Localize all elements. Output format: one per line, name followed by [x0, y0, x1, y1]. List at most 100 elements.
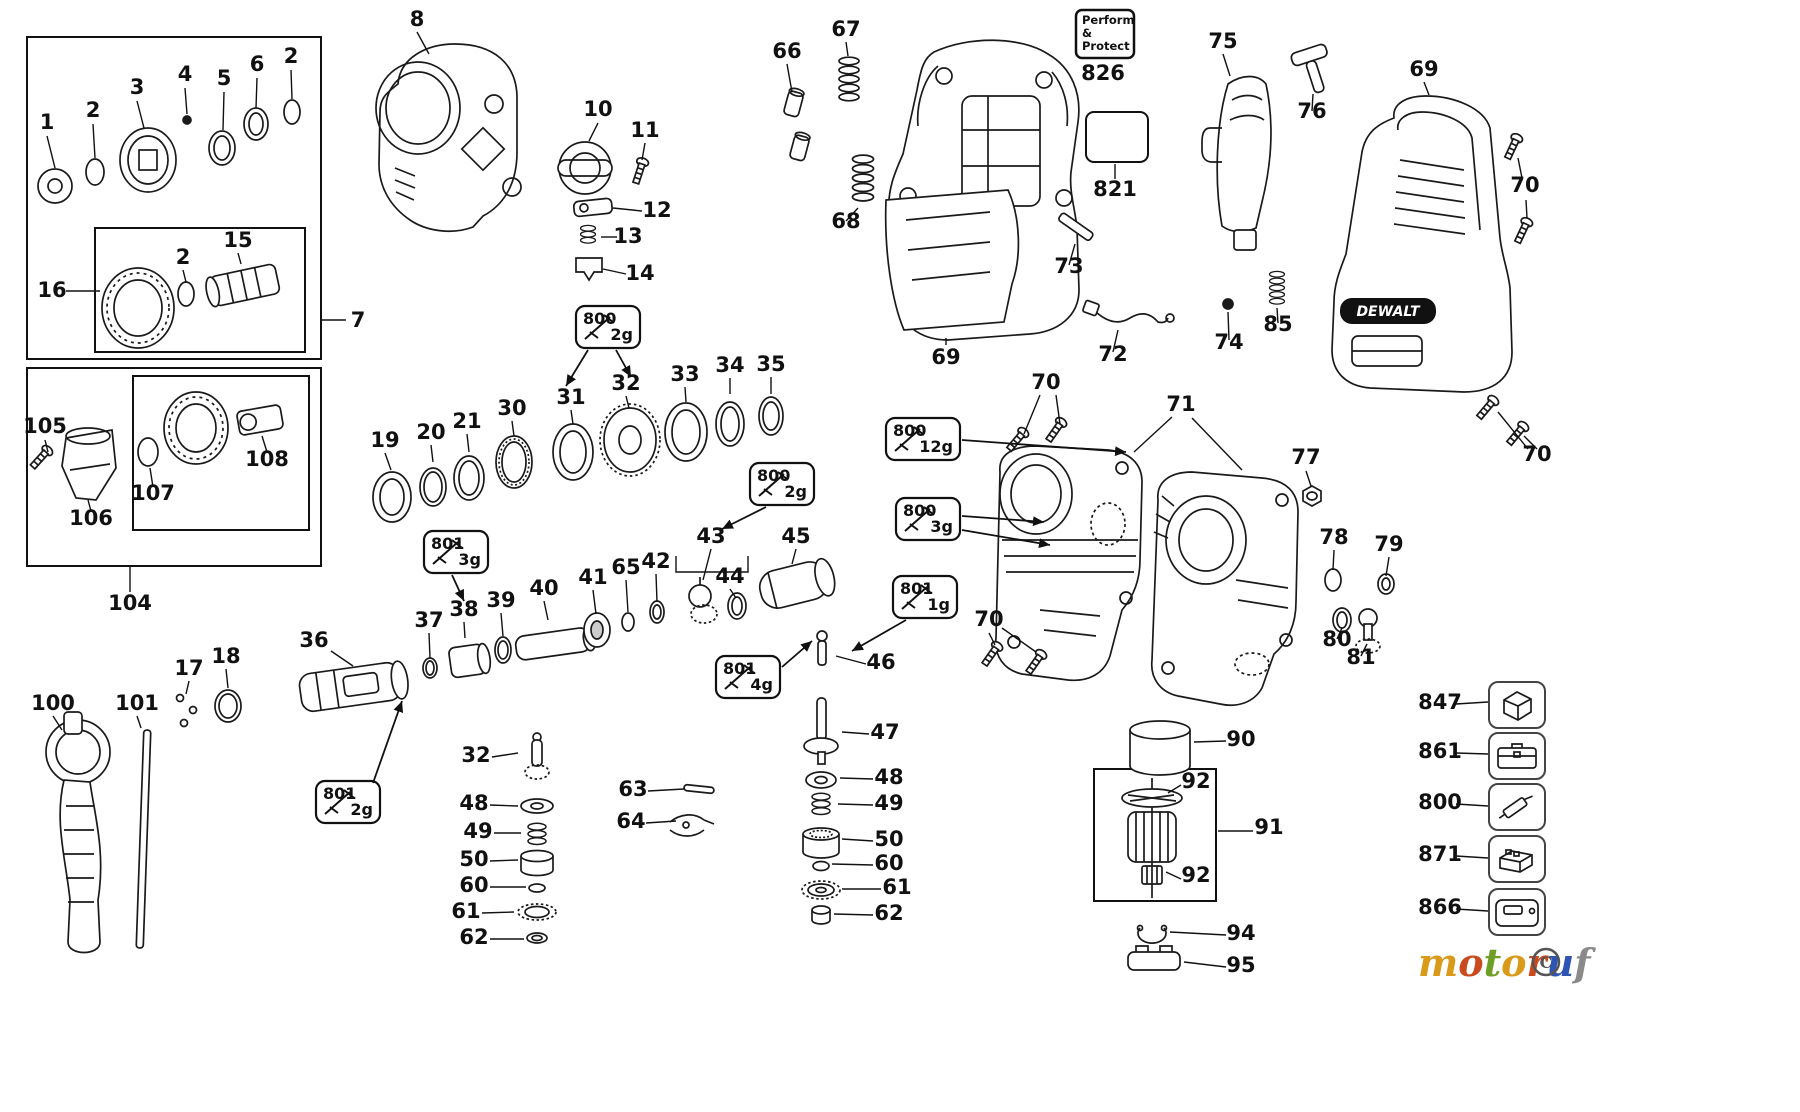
- grease-gun-icon: [894, 426, 925, 452]
- leader-line: [149, 467, 154, 488]
- watermark: motoruf C: [1418, 940, 1596, 985]
- part-label-104: 104: [108, 591, 152, 615]
- part-label-48: 48: [459, 791, 488, 815]
- part-44-ring: [727, 592, 747, 620]
- part-73-lever: [1058, 212, 1094, 242]
- part-label-91: 91: [1254, 815, 1283, 839]
- leader-line: [1332, 549, 1335, 571]
- part-label-37: 37: [414, 608, 443, 632]
- part-label-92: 92: [1181, 769, 1210, 793]
- leader-line: [384, 452, 392, 471]
- part-label-20: 20: [416, 420, 445, 444]
- grease-arrow: [451, 574, 465, 602]
- leader-line: [612, 207, 643, 212]
- part-74-ball: [1222, 298, 1234, 310]
- leader-line: [1165, 871, 1182, 880]
- group-box-104: [26, 367, 322, 567]
- part-label-11: 11: [630, 118, 659, 142]
- part-label-75: 75: [1208, 29, 1237, 53]
- part-label-19: 19: [370, 428, 399, 452]
- leader-line: [489, 859, 519, 862]
- part-label-90: 90: [1226, 727, 1255, 751]
- leader-line: [92, 123, 96, 159]
- leader-line: [511, 420, 515, 437]
- part-64-clip: [669, 814, 715, 837]
- part-49-spring: [811, 792, 831, 816]
- leader-line: [184, 87, 188, 115]
- leader-line: [833, 913, 874, 916]
- leader-line: [1525, 199, 1528, 219]
- leader-line: [46, 135, 56, 169]
- part-69-right-housing: [1331, 95, 1513, 393]
- bracket-44: [675, 556, 749, 573]
- leader-line: [428, 632, 431, 659]
- part-label-800: 800: [1418, 790, 1462, 814]
- part-20-ring: [419, 467, 447, 507]
- part-41-bearing: [583, 612, 611, 648]
- leader-line: [416, 31, 430, 55]
- copyright-circle-icon: [1531, 947, 1561, 977]
- part-label-70: 70: [1510, 173, 1539, 197]
- leader-line: [845, 41, 849, 57]
- part-label-65: 65: [611, 555, 640, 579]
- badge-line-3: Protect: [1082, 39, 1130, 53]
- grease-amount: 1g: [927, 595, 950, 614]
- grease-code: 800: [893, 421, 926, 440]
- part-5-ring: [208, 130, 236, 166]
- grease-arrow: [961, 439, 1127, 457]
- leader-line: [837, 803, 874, 806]
- leader-line: [625, 579, 629, 613]
- part-label-34: 34: [715, 353, 744, 377]
- part-71-gearbox-left: [994, 445, 1143, 682]
- leader-line: [1133, 416, 1173, 453]
- part-105-screw: [27, 442, 56, 472]
- part-label-32: 32: [461, 743, 490, 767]
- part-62b-ring: [526, 932, 548, 944]
- part-8-motor-housing: [375, 43, 522, 233]
- part-label-1: 1: [40, 110, 55, 134]
- part-label-50: 50: [874, 827, 903, 851]
- badge-perform-protect: Perform & Protect: [1074, 8, 1136, 60]
- part-11-screw: [629, 155, 651, 186]
- grease-code: 800: [903, 501, 936, 520]
- part-label-866: 866: [1418, 895, 1462, 919]
- leader-line: [1276, 307, 1279, 324]
- part-75-switch: [1201, 75, 1272, 251]
- part-label-12: 12: [642, 198, 671, 222]
- leader-line: [570, 409, 574, 425]
- grease-code: 801: [323, 784, 356, 803]
- part-label-62: 62: [874, 901, 903, 925]
- part-49b-spring: [527, 822, 547, 846]
- part-label-69: 69: [1409, 57, 1438, 81]
- part-47-crank: [803, 697, 839, 765]
- leader-line: [1001, 627, 1037, 653]
- part-label-36: 36: [299, 628, 328, 652]
- part-81-gear-shaft: [1355, 608, 1381, 654]
- part-50b-cup: [520, 849, 554, 877]
- part-4-ball: [182, 115, 192, 125]
- leader-line: [1336, 627, 1343, 640]
- part-label-70: 70: [1031, 370, 1060, 394]
- leader-line: [1068, 243, 1076, 266]
- part-label-49: 49: [874, 791, 903, 815]
- part-label-105: 105: [23, 414, 67, 438]
- part-label-35: 35: [756, 352, 785, 376]
- leader-line: [647, 788, 685, 792]
- leader-line: [988, 632, 996, 646]
- part-label-62: 62: [459, 925, 488, 949]
- leader-line: [1455, 803, 1489, 807]
- part-71-gearbox-right: [1150, 471, 1299, 707]
- part-label-40: 40: [529, 576, 558, 600]
- part-label-72: 72: [1098, 342, 1127, 366]
- part-18-oring: [214, 689, 242, 723]
- part-13-spring: [579, 224, 597, 244]
- battery-icon: [1499, 849, 1533, 873]
- grease-tube-icon: [1498, 795, 1533, 819]
- part-label-847: 847: [1418, 690, 1462, 714]
- part-label-43: 43: [696, 524, 725, 548]
- part-19-bearing: [372, 471, 412, 523]
- leader-line: [52, 715, 63, 731]
- part-32-bevel-gear: [599, 403, 661, 477]
- part-107-oring: [137, 437, 159, 467]
- part-label-47: 47: [870, 720, 899, 744]
